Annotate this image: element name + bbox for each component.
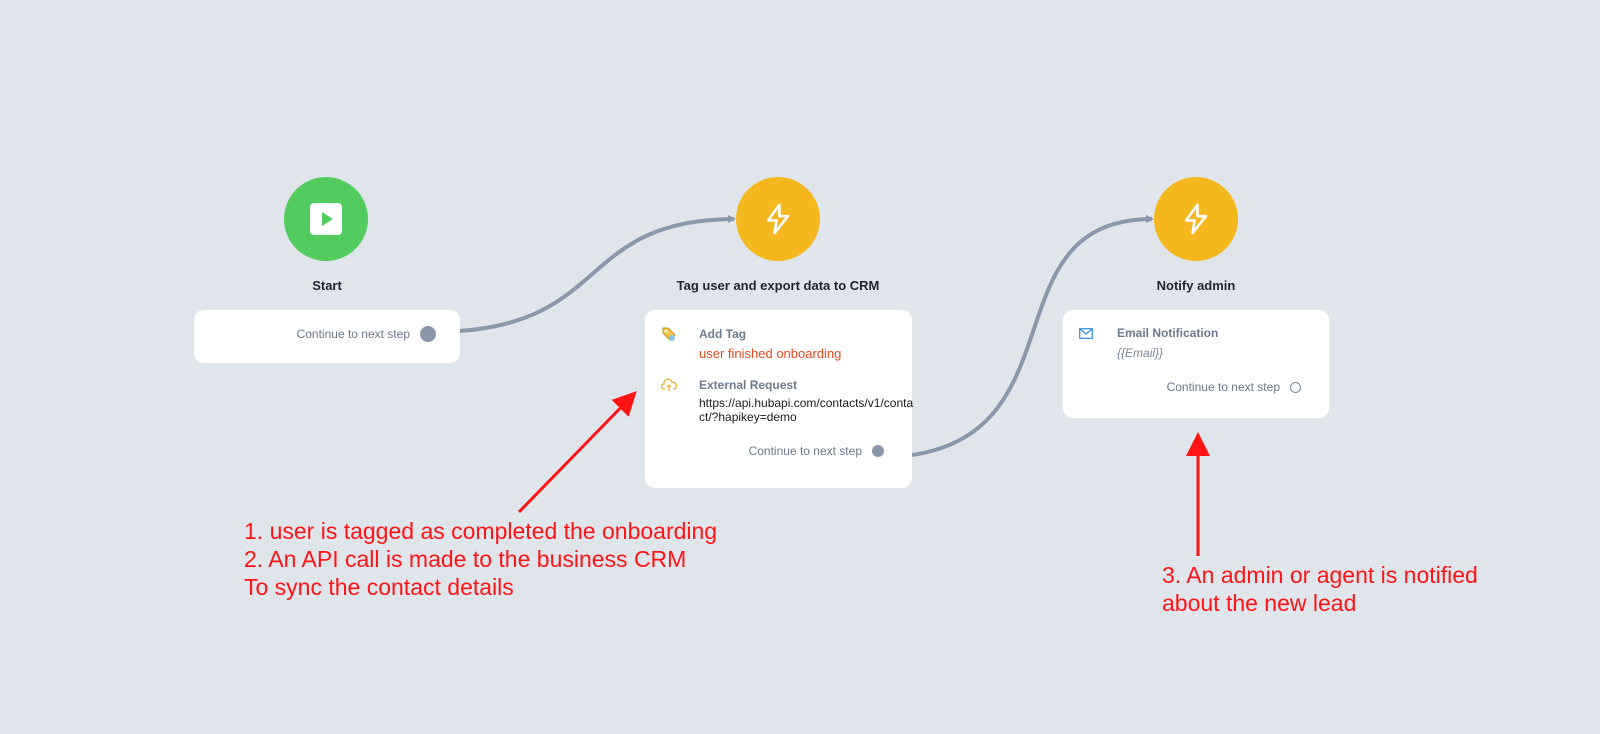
- start-node-card[interactable]: Continue to next step: [194, 310, 460, 363]
- tag-node-card[interactable]: Add Tag user finished onboarding Externa…: [645, 310, 913, 488]
- annotation-line: To sync the contact details: [244, 574, 514, 600]
- email-variable: {{Email}}: [1117, 346, 1164, 360]
- envelope-icon: [1079, 327, 1093, 339]
- notify-node-title: Notify admin: [1156, 278, 1236, 293]
- notify-continue-row: Continue to next step: [1167, 380, 1301, 394]
- annotation-right: 3. An admin or agent is notified about t…: [1162, 561, 1478, 617]
- lightning-icon: [1184, 203, 1208, 235]
- output-port[interactable]: [872, 445, 884, 457]
- output-port[interactable]: [420, 326, 436, 342]
- continue-label: Continue to next step: [296, 327, 410, 341]
- request-url: https://api.hubapi.com/contacts/v1/conta…: [699, 396, 914, 424]
- tag-icon: [662, 327, 676, 341]
- play-icon: [310, 203, 342, 235]
- annotation-left: 1. user is tagged as completed the onboa…: [244, 517, 717, 601]
- action-label: Add Tag: [699, 327, 747, 341]
- tag-continue-row: Continue to next step: [749, 444, 884, 458]
- cloud-upload-icon: [661, 378, 677, 391]
- action-label: Email Notification: [1117, 326, 1219, 340]
- annotation-line: about the new lead: [1162, 590, 1357, 616]
- notify-node-card[interactable]: Email Notification {{Email}} Continue to…: [1063, 310, 1329, 418]
- action-add-tag[interactable]: Add Tag user finished onboarding: [661, 326, 906, 361]
- start-node-title: Start: [312, 278, 342, 293]
- tag-node-title: Tag user and export data to CRM: [676, 278, 880, 293]
- lightning-icon: [766, 203, 790, 235]
- action-label: External Request: [699, 378, 798, 392]
- start-node-circle[interactable]: [284, 177, 368, 261]
- output-port[interactable]: [1290, 381, 1301, 393]
- annotation-line: 2. An API call is made to the business C…: [244, 546, 687, 572]
- start-continue-row: Continue to next step: [297, 326, 436, 342]
- tag-value: user finished onboarding: [699, 346, 842, 361]
- tag-node-circle[interactable]: [736, 177, 820, 261]
- notify-node-circle[interactable]: [1154, 177, 1238, 261]
- continue-label: Continue to next step: [1166, 380, 1280, 394]
- continue-label: Continue to next step: [748, 444, 862, 458]
- action-external-request[interactable]: External Request https://api.hubapi.com/…: [661, 378, 913, 424]
- annotation-arrow-left: [517, 391, 637, 514]
- annotation-line: 3. An admin or agent is notified: [1162, 562, 1478, 588]
- action-email-notification[interactable]: Email Notification {{Email}}: [1079, 326, 1323, 360]
- annotation-line: 1. user is tagged as completed the onboa…: [244, 518, 718, 544]
